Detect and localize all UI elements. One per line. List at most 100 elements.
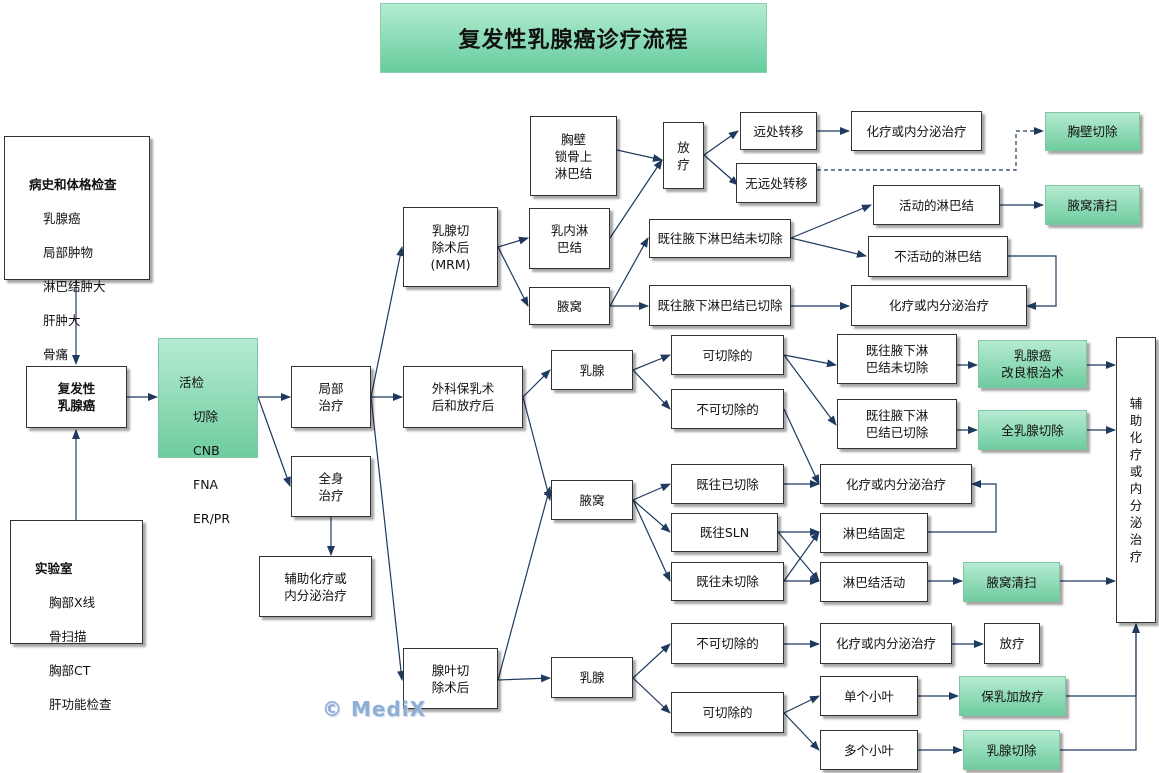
radiotherapy-lumpectomy: 放疗 xyxy=(984,623,1040,664)
breast-bcs: 乳腺 xyxy=(551,350,633,390)
resectable-2: 可切除的 xyxy=(671,692,784,733)
breast-lumpectomy: 乳腺 xyxy=(551,657,633,698)
page-title: 复发性乳腺癌诊疗流程 xyxy=(380,3,767,73)
edge xyxy=(609,159,663,239)
single-lobule: 单个小叶 xyxy=(820,676,918,716)
edge-dashed xyxy=(817,127,1044,171)
edge xyxy=(1008,255,1057,310)
edge xyxy=(609,237,649,307)
internal-mammary-nodes: 乳内淋 巴结 xyxy=(529,208,610,269)
biopsy-item: FNA xyxy=(193,477,219,492)
history-exam-box: 病史和体格检查 乳腺癌 局部肿物 淋巴结肿大 肝肿大 骨痛 xyxy=(4,136,150,362)
resectable-1: 可切除的 xyxy=(671,335,784,375)
biopsy-box: 活检 切除 CNB FNA ER/PR xyxy=(158,338,258,526)
prior-axillary-not-resected-2: 既往腋下淋 巴结未切除 xyxy=(837,334,957,384)
axilla-mrm: 腋窝 xyxy=(529,287,610,325)
post-mrm: 乳腺切 除术后 (MRM) xyxy=(403,207,498,287)
chemo-endocrine-4: 化疗或内分泌治疗 xyxy=(820,623,952,664)
biopsy-item: CNB xyxy=(193,443,220,458)
edge xyxy=(497,674,551,683)
biopsy-item: ER/PR xyxy=(193,511,231,526)
chest-wall-supraclavicular-nodes: 胸壁 锁骨上 淋巴结 xyxy=(530,116,617,196)
edge xyxy=(632,499,671,533)
prior-sln: 既往SLN xyxy=(671,513,778,552)
edge xyxy=(783,354,837,368)
unresectable-1: 不可切除的 xyxy=(671,389,784,429)
edge xyxy=(632,354,671,371)
edge xyxy=(1060,623,1140,751)
recurrent-breast-cancer: 复发性 乳腺癌 xyxy=(26,366,127,428)
edge xyxy=(1066,623,1140,697)
radiotherapy-mrm: 放 疗 xyxy=(663,122,704,189)
lab-title: 实验室 xyxy=(35,561,73,576)
edge xyxy=(370,396,405,681)
lab-item: 骨扫描 xyxy=(49,629,87,644)
edge xyxy=(783,408,820,485)
lab-box: 实验室 胸部X线 骨扫描 胸部CT 肝功能检查 xyxy=(10,520,143,712)
local-treatment: 局部 治疗 xyxy=(291,366,371,428)
history-exam-title: 病史和体格检查 xyxy=(29,177,117,192)
edge xyxy=(777,531,820,582)
prior-axillary-nodes-not-resected: 既往腋下淋巴结未切除 xyxy=(649,219,791,258)
chest-wall-resection: 胸壁切除 xyxy=(1045,112,1140,151)
medix-watermark: © MediX xyxy=(322,697,427,721)
edge xyxy=(497,246,529,307)
history-item: 乳腺癌 xyxy=(43,211,81,226)
edge xyxy=(497,236,529,248)
chemo-endocrine-1: 化疗或内分泌治疗 xyxy=(851,111,982,151)
edge xyxy=(703,154,739,186)
history-item: 淋巴结肿大 xyxy=(43,279,106,294)
prior-axillary-nodes-resected: 既往腋下淋巴结已切除 xyxy=(649,285,791,326)
chemo-endocrine-2: 化疗或内分泌治疗 xyxy=(851,285,1027,326)
axillary-clearance-1: 腋窝清扫 xyxy=(1045,185,1140,225)
adjuvant-chemo-endocrine: 辅助化疗或 内分泌治疗 xyxy=(259,556,372,617)
distant-metastasis: 远处转移 xyxy=(740,112,817,150)
biopsy-item: 切除 xyxy=(193,409,219,424)
edge xyxy=(370,246,405,398)
edge xyxy=(703,130,739,156)
lab-item: 胸部X线 xyxy=(49,595,96,610)
edge xyxy=(632,483,671,501)
post-lumpectomy: 腺叶切 除术后 xyxy=(403,648,498,709)
history-item: 局部肿物 xyxy=(43,245,94,260)
edge xyxy=(497,486,552,681)
edge xyxy=(632,677,671,714)
breast-conserving-plus-radiotherapy: 保乳加放疗 xyxy=(959,676,1066,716)
multiple-lobules: 多个小叶 xyxy=(820,730,918,770)
adjuvant-chemo-or-endocrine-vertical: 辅 助 化 疗 或 内 分 泌 治 疗 xyxy=(1116,337,1156,623)
edge xyxy=(632,643,671,679)
systemic-treatment: 全身 治疗 xyxy=(291,456,371,517)
edge xyxy=(783,531,820,582)
modified-radical-mastectomy: 乳腺癌 改良根治术 xyxy=(978,340,1087,388)
edge xyxy=(616,149,663,162)
edge xyxy=(790,237,867,258)
post-bcs-radiotherapy: 外科保乳术 后和放疗后 xyxy=(403,366,523,428)
chemo-endocrine-3: 化疗或内分泌治疗 xyxy=(820,464,972,504)
axilla-bcs: 腋窝 xyxy=(551,480,633,520)
edge xyxy=(257,396,291,487)
prior-resected: 既往已切除 xyxy=(671,464,784,504)
edge xyxy=(783,354,837,426)
edge xyxy=(522,396,552,501)
lymph-node-mobile: 淋巴结活动 xyxy=(820,562,928,602)
prior-not-resected: 既往未切除 xyxy=(671,562,784,601)
edge xyxy=(783,695,820,714)
unresectable-2: 不可切除的 xyxy=(671,623,784,664)
total-mastectomy-2: 乳腺切除 xyxy=(963,730,1060,770)
edge xyxy=(522,369,551,398)
edge xyxy=(632,369,671,410)
lymph-node-fixed: 淋巴结固定 xyxy=(820,513,928,553)
edge xyxy=(783,712,820,751)
edge xyxy=(632,499,671,582)
active-lymph-nodes: 活动的淋巴结 xyxy=(873,185,1000,225)
inactive-lymph-nodes: 不活动的淋巴结 xyxy=(868,236,1008,277)
history-item: 骨痛 xyxy=(43,347,69,362)
edge xyxy=(928,480,997,533)
prior-axillary-resected-2: 既往腋下淋 巴结已切除 xyxy=(837,399,957,449)
history-item: 肝肿大 xyxy=(43,313,81,328)
total-mastectomy-1: 全乳腺切除 xyxy=(978,410,1087,450)
axillary-clearance-2: 腋窝清扫 xyxy=(963,562,1060,602)
no-distant-metastasis: 无远处转移 xyxy=(736,163,817,203)
lab-item: 胸部CT xyxy=(49,663,91,678)
